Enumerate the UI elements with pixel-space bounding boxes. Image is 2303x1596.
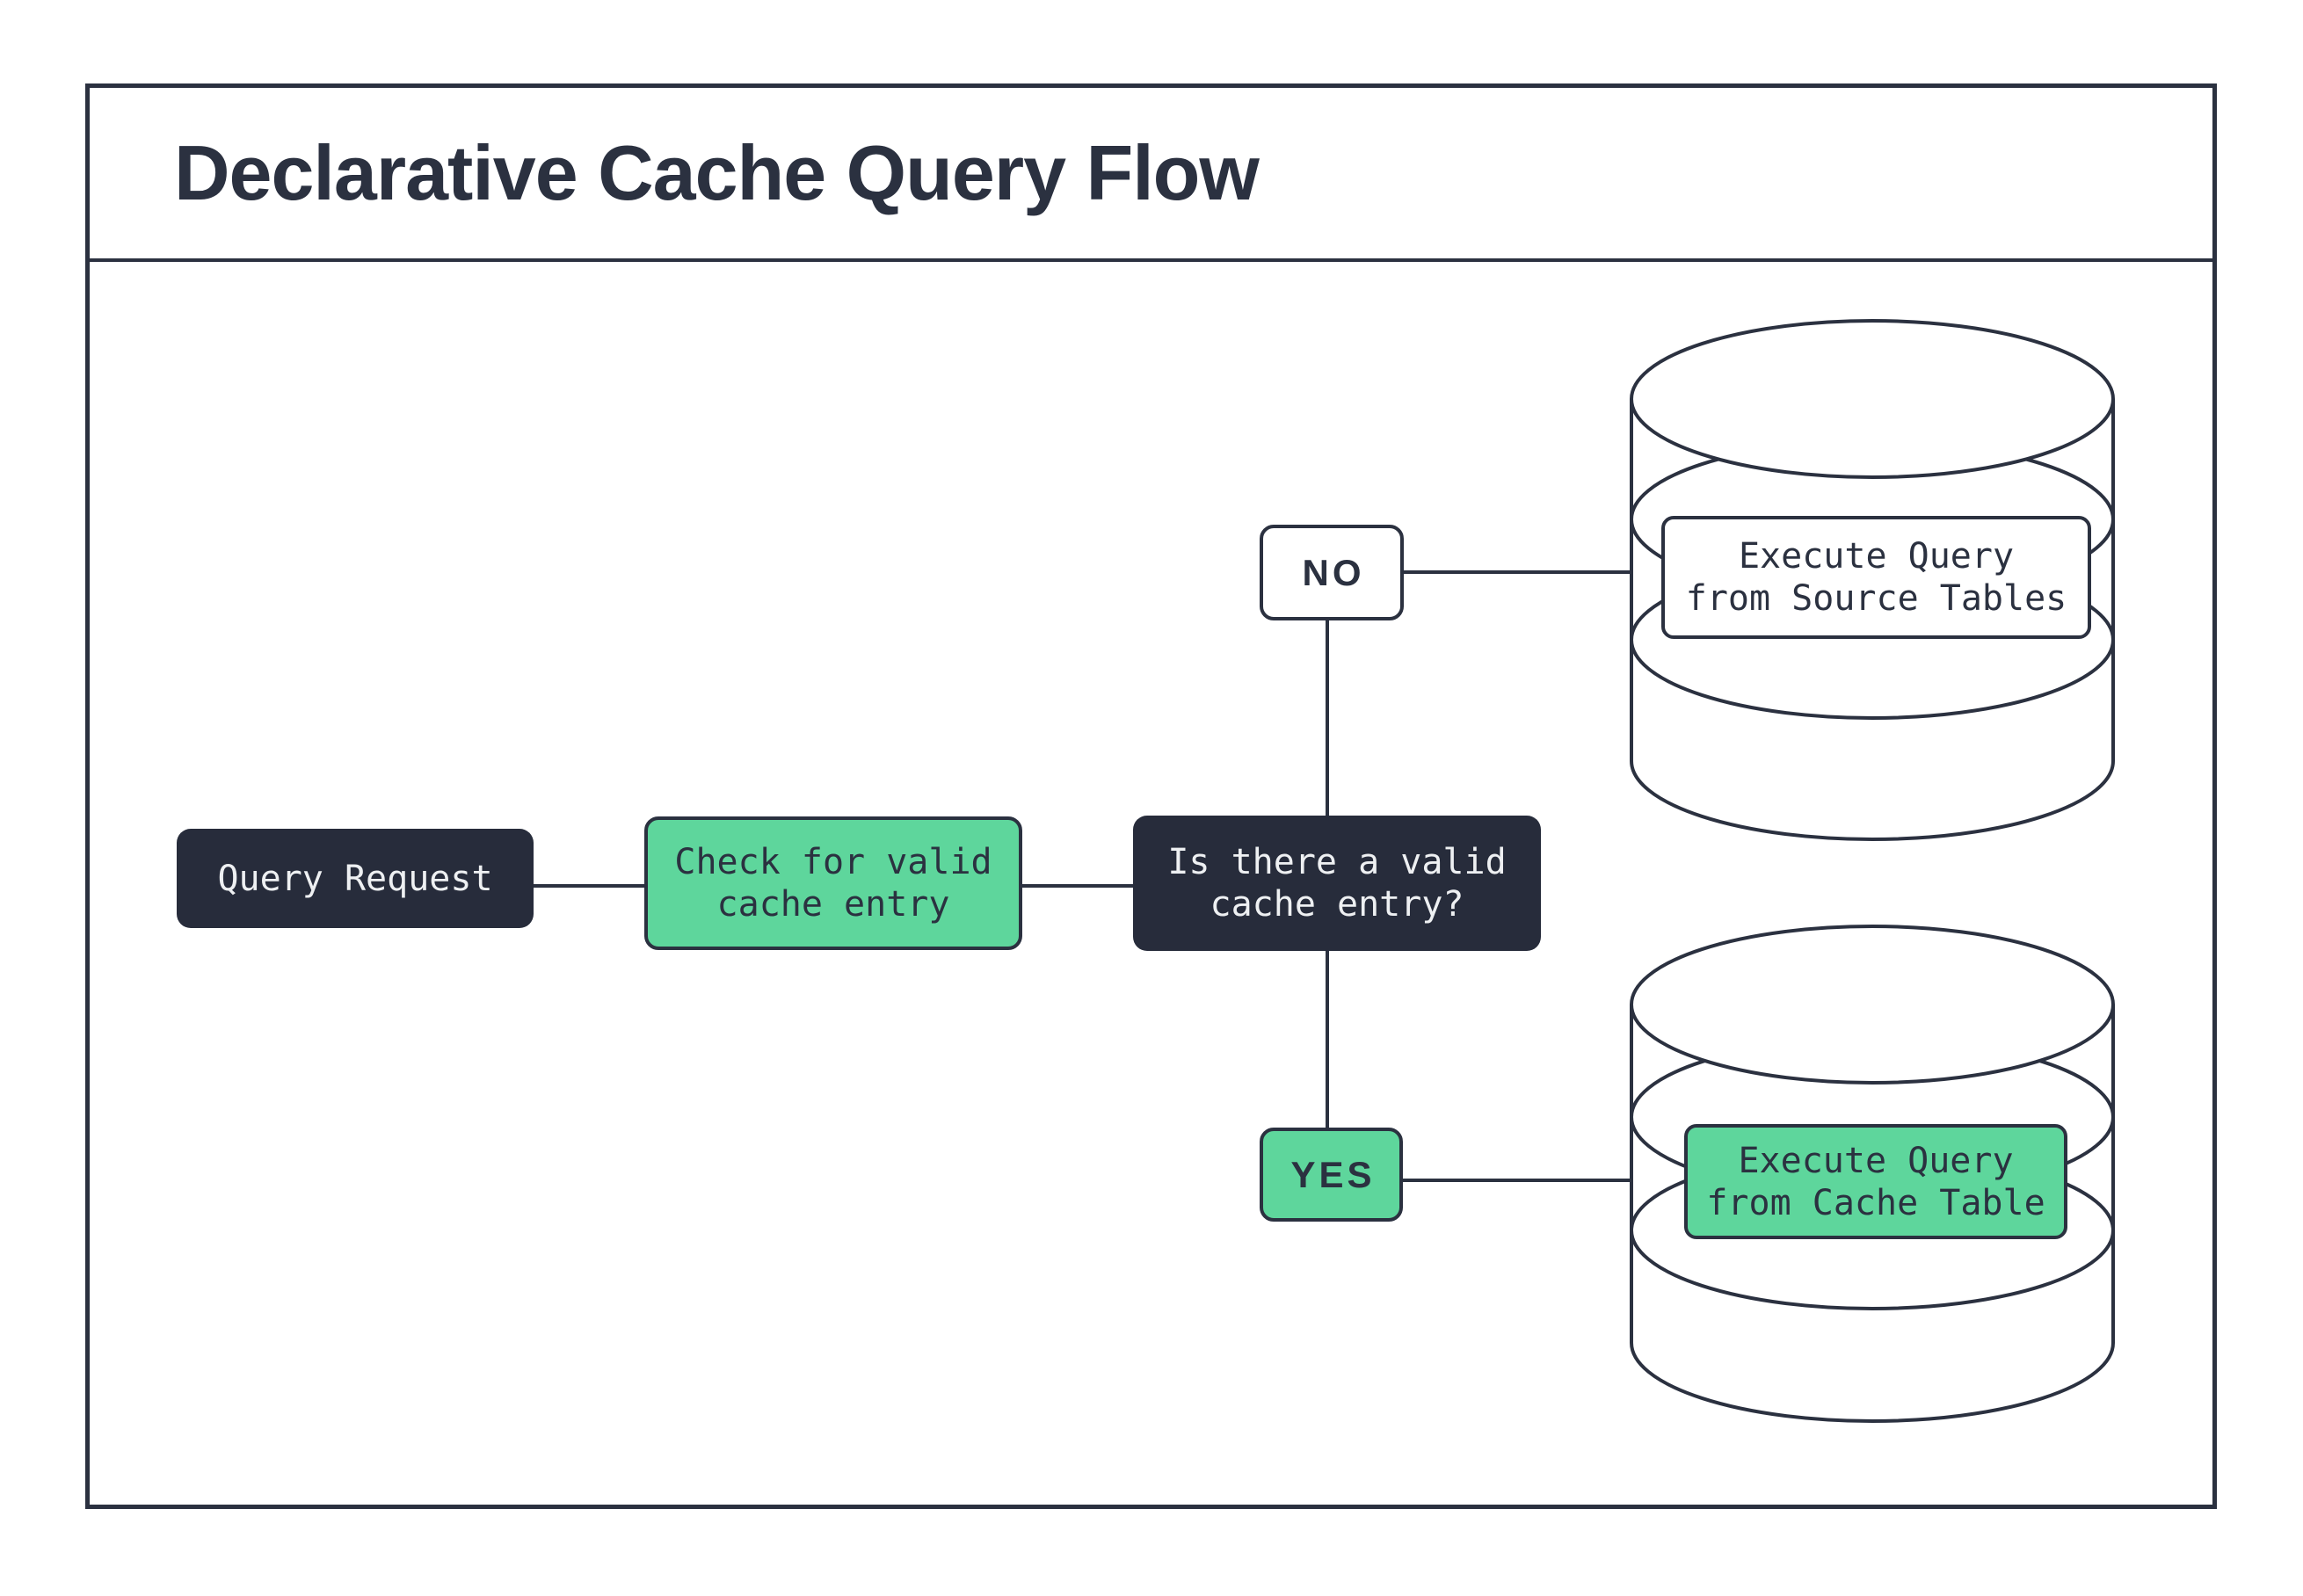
node-decision-valid-cache: Is there a valid cache entry? — [1133, 816, 1541, 951]
page-title: Declarative Cache Query Flow — [174, 129, 1260, 216]
diagram-header: Declarative Cache Query Flow — [90, 88, 2212, 262]
source-database-cylinder-icon — [1630, 319, 2115, 841]
node-execute-source-tables: Execute Query from Source Tables — [1661, 516, 2091, 639]
connector-check-to-decision — [1022, 884, 1133, 888]
connector-yes-to-cache-db — [1403, 1179, 1631, 1182]
branch-label-yes: YES — [1260, 1128, 1403, 1222]
connector-decision-to-no — [1326, 620, 1329, 816]
node-query-request: Query Request — [177, 829, 534, 928]
node-check-cache: Check for valid cache entry — [644, 816, 1022, 950]
connector-decision-to-yes — [1326, 951, 1329, 1128]
branch-label-no: NO — [1260, 525, 1404, 620]
connector-no-to-source-db — [1404, 570, 1631, 574]
connector-request-to-check — [534, 884, 644, 888]
node-execute-cache-table: Execute Query from Cache Table — [1684, 1124, 2067, 1239]
